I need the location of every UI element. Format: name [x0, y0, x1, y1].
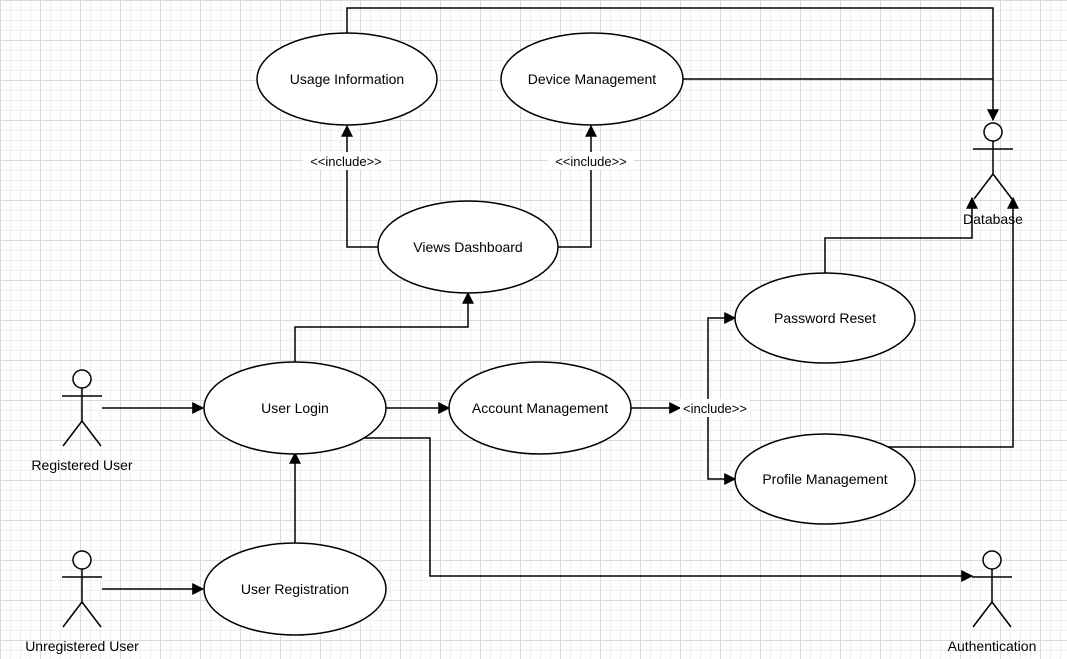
use-case-account-management-label: Account Management: [472, 400, 608, 416]
use-case-user-registration-label: User Registration: [241, 581, 349, 597]
use-case-views-dashboard[interactable]: Views Dashboard: [377, 200, 559, 294]
use-case-usage-information[interactable]: Usage Information: [256, 32, 438, 126]
actor-authentication-label: Authentication: [948, 638, 1037, 654]
edge-usage-to-database: [346, 7, 999, 122]
edge-dashboard-to-device: [558, 124, 597, 248]
stick-figure-icon: [62, 369, 102, 447]
use-case-device-management[interactable]: Device Management: [500, 32, 684, 126]
stick-figure-icon: [62, 550, 102, 628]
stick-figure-icon: [973, 122, 1013, 200]
actor-unregistered-user[interactable]: Unregistered User: [25, 550, 139, 654]
actor-unregistered-user-label: Unregistered User: [25, 638, 139, 654]
edge-profile-to-database: [888, 196, 1019, 448]
use-case-profile-management[interactable]: Profile Management: [734, 433, 916, 525]
actor-registered-user[interactable]: Registered User: [31, 369, 133, 473]
use-case-account-management[interactable]: Account Management: [448, 361, 632, 455]
use-case-user-login-label: User Login: [261, 400, 329, 416]
actor-database-label: Database: [963, 211, 1023, 227]
edge-password-to-database: [824, 196, 978, 273]
use-case-user-registration[interactable]: User Registration: [203, 542, 387, 636]
edge-login-to-authentication: [362, 437, 974, 582]
edge-include-to-profile: [707, 408, 737, 485]
stick-figure-icon: [972, 550, 1012, 628]
include-label-usage: <<include>>: [310, 154, 382, 169]
actor-database[interactable]: Database: [963, 122, 1023, 227]
edge-dashboard-to-usage: [341, 124, 378, 248]
include-label-device: <<include>>: [555, 154, 627, 169]
use-case-password-reset[interactable]: Password Reset: [734, 272, 916, 364]
use-case-usage-information-label: Usage Information: [290, 71, 404, 87]
use-case-profile-management-label: Profile Management: [762, 471, 887, 487]
include-labels: <<include>> <<include>> <include>>: [303, 152, 750, 417]
edge-login-to-dashboard: [294, 291, 474, 363]
actor-authentication[interactable]: Authentication: [948, 550, 1037, 654]
use-case-user-login[interactable]: User Login: [203, 361, 387, 455]
use-case-password-reset-label: Password Reset: [774, 310, 876, 326]
use-case-device-management-label: Device Management: [528, 71, 657, 87]
actor-registered-user-label: Registered User: [31, 457, 132, 473]
edge-include-to-password: [707, 312, 737, 408]
use-case-views-dashboard-label: Views Dashboard: [413, 239, 522, 255]
include-label-account: <include>>: [683, 401, 747, 416]
connectors: [102, 7, 1019, 595]
